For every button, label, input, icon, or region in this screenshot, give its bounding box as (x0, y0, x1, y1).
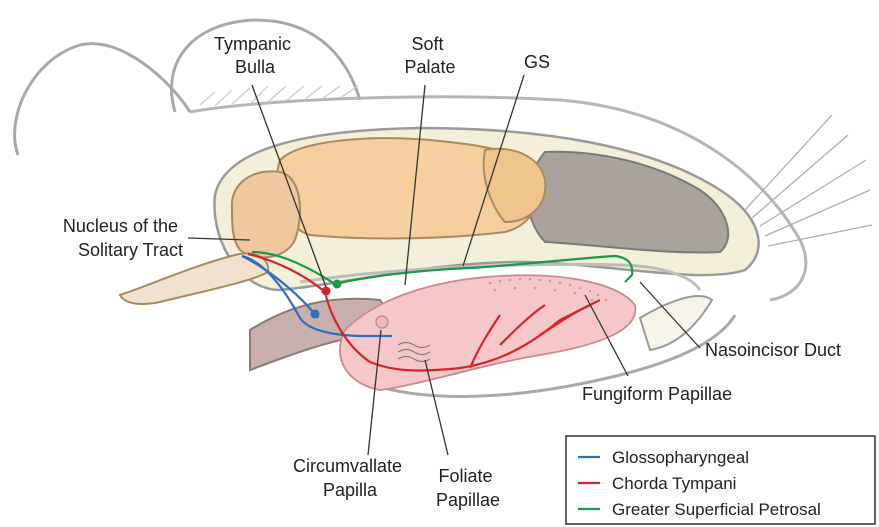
legend-label-gsp: Greater Superficial Petrosal (612, 500, 821, 519)
label-fungiform-papillae: Fungiform Papillae (582, 384, 732, 404)
legend-label-glossopharyngeal: Glossopharyngeal (612, 448, 749, 467)
label-circumvallate-papilla: Circumvallate Papilla (293, 456, 407, 500)
label-tympanic-bulla: Tympanic Bulla (214, 34, 296, 77)
label-nasoincisor-duct: Nasoincisor Duct (705, 340, 841, 360)
whiskers (745, 115, 872, 246)
petrosal-ganglion (311, 310, 320, 319)
legend-item-gsp: Greater Superficial Petrosal (578, 500, 821, 519)
gsp-ganglion (333, 280, 342, 289)
lower-incisor (640, 296, 712, 350)
label-gs: GS (524, 52, 550, 72)
circumvallate-bump (376, 316, 388, 328)
label-soft-palate: Soft Palate (404, 34, 455, 77)
neck-outline (15, 44, 190, 155)
nasal-cavity (528, 152, 728, 253)
legend-label-chorda-tympani: Chorda Tympani (612, 474, 736, 493)
cerebellum (232, 171, 300, 257)
brainstem (120, 254, 268, 304)
label-foliate-papillae: Foliate Papillae (436, 466, 500, 510)
legend: Glossopharyngeal Chorda Tympani Greater … (566, 436, 875, 524)
geniculate-ganglion (322, 287, 331, 296)
label-nucleus-solitary-tract: Nucleus of the Solitary Tract (63, 216, 183, 260)
